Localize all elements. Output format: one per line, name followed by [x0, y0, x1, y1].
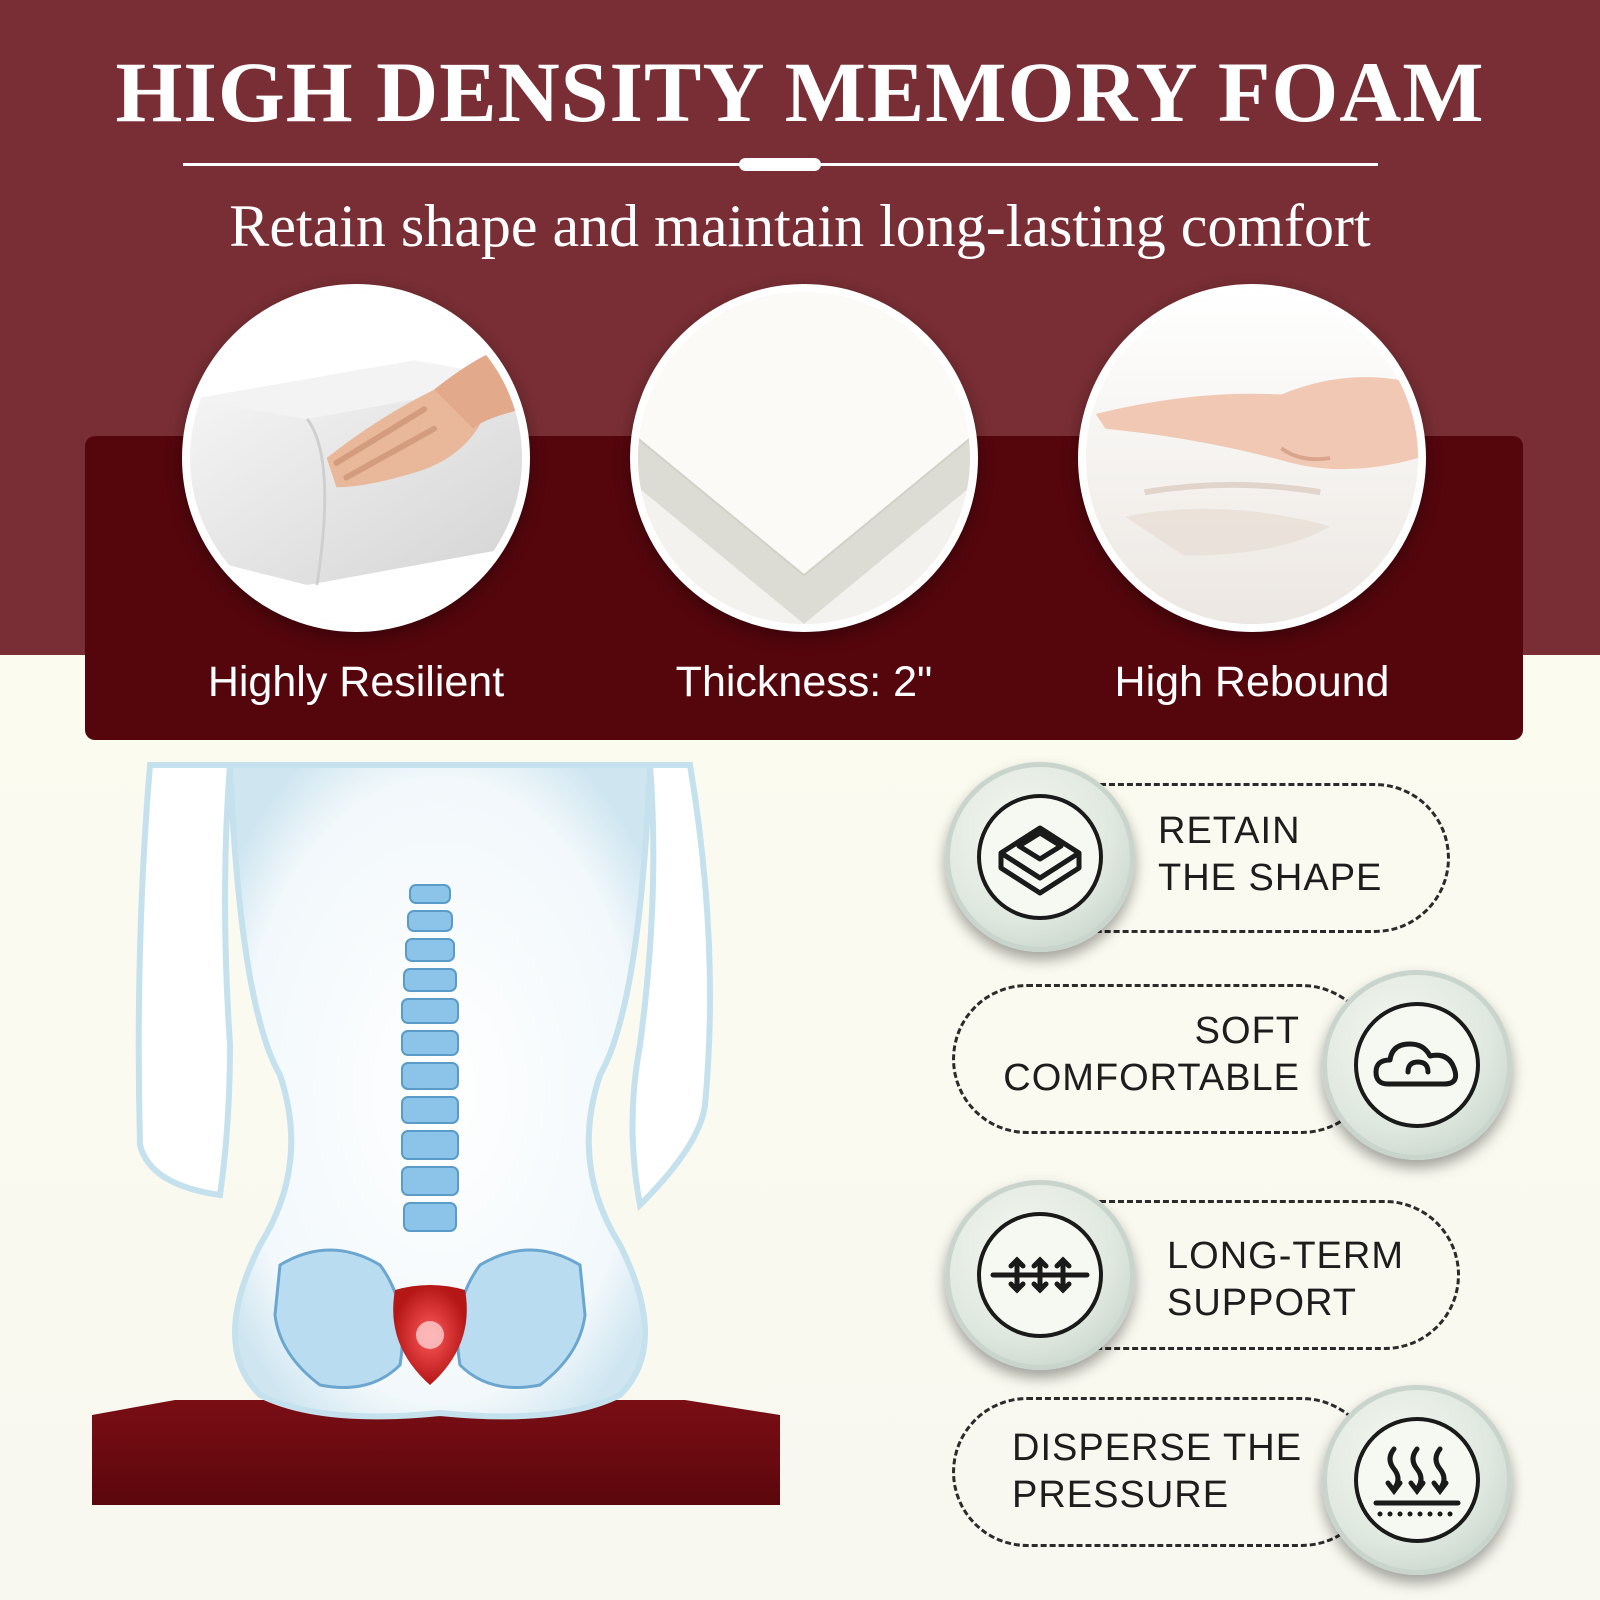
feature-image-thickness: [630, 284, 978, 632]
feature-image-highly-resilient: [182, 284, 530, 632]
benefit-line: COMFORTABLE: [1003, 1057, 1300, 1099]
benefit-soft-comfortable-text: SOFT COMFORTABLE: [975, 1008, 1300, 1102]
benefit-long-term-support-text: LONG-TERM SUPPORT: [1167, 1233, 1404, 1327]
page-title: HIGH DENSITY MEMORY FOAM: [115, 44, 1485, 140]
hand-print-foam-image: [1086, 292, 1418, 624]
feature-label-thickness: Thickness: 2": [675, 658, 933, 706]
seated-body-spine-illustration: [92, 762, 780, 1505]
benefit-line: SOFT: [1194, 1010, 1300, 1052]
layered-cube-icon: [998, 825, 1082, 896]
benefit-line: DISPERSE THE: [1012, 1427, 1303, 1469]
benefit-badge-soft-comfortable: [1322, 970, 1512, 1160]
benefit-retain-shape-text: RETAIN THE SHAPE: [1158, 808, 1382, 902]
foam-slab-image: [638, 292, 970, 624]
benefit-line: THE SHAPE: [1158, 857, 1383, 899]
feature-label-high-rebound: High Rebound: [1114, 658, 1390, 706]
benefit-line: LONG-TERM: [1167, 1235, 1404, 1277]
hand-pressing-foam-image: [190, 292, 522, 624]
heat-waves-icon: [1373, 1446, 1461, 1517]
feature-label-highly-resilient: Highly Resilient: [207, 658, 505, 706]
benefit-badge-disperse-pressure: [1322, 1385, 1512, 1575]
title-divider-ornament: [739, 158, 821, 171]
page-subtitle: Retain shape and maintain long-lasting c…: [229, 193, 1371, 259]
cloud-icon: [1373, 1041, 1459, 1087]
benefit-disperse-pressure-text: DISPERSE THE PRESSURE: [1012, 1425, 1302, 1519]
feature-image-high-rebound: [1078, 284, 1426, 632]
benefit-badge-long-term-support: [945, 1180, 1135, 1370]
support-arrows-icon: [990, 1256, 1090, 1294]
benefit-line: RETAIN: [1158, 810, 1301, 852]
benefit-line: PRESSURE: [1012, 1474, 1230, 1516]
benefit-badge-retain-shape: [945, 762, 1135, 952]
benefit-line: SUPPORT: [1167, 1282, 1358, 1324]
